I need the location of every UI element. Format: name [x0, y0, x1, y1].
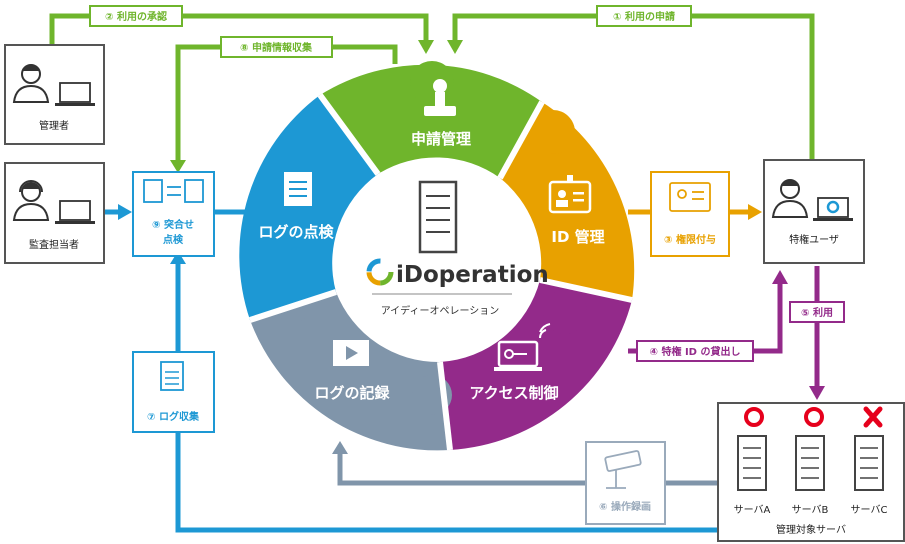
arrowhead-recording: [332, 441, 348, 454]
stamp-icon: [424, 79, 456, 116]
laptop-key-icon: [494, 323, 551, 371]
step-use: ⑤ 利用: [789, 301, 845, 323]
allowed-mark-icon: [804, 407, 824, 427]
segment-log-audit: [239, 95, 378, 320]
arrowhead-request-info: [170, 160, 186, 173]
label-server-b: サーバB: [792, 504, 829, 516]
step-approval: ② 利用の承認: [89, 5, 183, 27]
svg-text:① 利用の申請: ① 利用の申請: [613, 10, 675, 23]
compare-documents-icon: [143, 179, 204, 203]
laptop-icon: [55, 200, 95, 224]
label-id-management: ID 管理: [551, 228, 604, 246]
arrow-approval: [49, 13, 429, 45]
segment-request-management: [320, 64, 542, 178]
person-icon: [771, 179, 809, 218]
label-server-c: サーバC: [851, 504, 888, 516]
svg-text:④ 特権 ID の貸出し: ④ 特権 ID の貸出し: [650, 345, 741, 358]
segment-log-recording: [250, 292, 450, 451]
step-audit-box: ⑨ 突合せ 点検: [132, 171, 215, 257]
step-request: ① 利用の申請: [596, 5, 692, 27]
laptop-icon: [55, 82, 95, 106]
laptop-logo-icon: [813, 197, 853, 221]
center-logo: iDoperation アイディーオペレーション: [366, 180, 549, 317]
svg-text:⑦ ログ収集: ⑦ ログ収集: [147, 410, 200, 423]
document-icon: [160, 361, 184, 391]
step-grant: ③ 権限付与: [650, 171, 730, 257]
arrowhead-use: [809, 386, 825, 400]
camera-icon: [604, 450, 642, 489]
label-request-management: 申請管理: [411, 130, 471, 148]
arrowhead-log-collect: [170, 251, 186, 264]
svg-text:⑧ 申請情報収集: ⑧ 申請情報収集: [240, 41, 313, 54]
step-log-collect: ⑦ ログ収集: [132, 351, 215, 433]
auditor-box: 監査担当者: [4, 162, 105, 264]
id-card-icon: [669, 182, 711, 212]
arrowhead-grant: [748, 204, 762, 220]
puzzle-ring: [239, 61, 635, 451]
person-headset-icon: [12, 180, 50, 221]
svg-text:⑥ 操作録画: ⑥ 操作録画: [599, 500, 651, 513]
segment-access-tab: [543, 290, 587, 334]
step-request-info: ⑧ 申請情報収集: [220, 36, 333, 58]
svg-text:⑨ 突合せ: ⑨ 突合せ: [152, 218, 194, 231]
svg-text:点検: 点検: [163, 233, 184, 246]
person-icon: [12, 64, 50, 103]
allowed-mark-icon: [744, 407, 764, 427]
arrowhead-auditor: [118, 204, 132, 220]
server-c: サーバC: [851, 406, 888, 516]
server-icon: [418, 180, 458, 254]
label-log-recording: ログの記録: [314, 384, 390, 402]
label-log-audit: ログの点検: [258, 223, 334, 241]
label-access-control: アクセス制御: [469, 384, 558, 402]
privileged-user-box: 特権ユーザ: [763, 159, 865, 264]
arrowhead-approval: [418, 40, 434, 54]
segment-request-tab: [410, 61, 454, 105]
label-admin: 管理者: [39, 119, 69, 132]
svg-text:③ 権限付与: ③ 権限付与: [664, 233, 716, 246]
label-servers: 管理対象サーバ: [776, 523, 846, 536]
server-a: サーバA: [734, 407, 771, 516]
arrowhead-lend: [772, 270, 788, 284]
label-server-a: サーバA: [734, 504, 771, 516]
arrowhead-request: [447, 40, 463, 54]
step-recording: ⑥ 操作録画: [585, 441, 666, 525]
product-subtitle: アイディーオペレーション: [381, 304, 500, 317]
video-icon: [333, 340, 369, 366]
servers-box: サーバA サーバB サーバC 管理対象サーバ: [717, 402, 905, 542]
product-name: iDoperation: [396, 262, 549, 288]
svg-text:⑤ 利用: ⑤ 利用: [801, 306, 833, 319]
svg-text:② 利用の承認: ② 利用の承認: [105, 10, 167, 23]
step-lend: ④ 特権 ID の貸出し: [636, 340, 754, 362]
admin-box: 管理者: [4, 44, 105, 145]
segment-id-tab: [531, 110, 575, 154]
document-icon: [284, 172, 312, 206]
label-auditor: 監査担当者: [29, 238, 79, 251]
server-b: サーバB: [792, 407, 829, 516]
label-privileged-user: 特権ユーザ: [789, 233, 839, 246]
denied-mark-icon: [863, 406, 883, 428]
logo-mark-icon: [366, 258, 394, 286]
id-badge-icon: [548, 175, 592, 214]
